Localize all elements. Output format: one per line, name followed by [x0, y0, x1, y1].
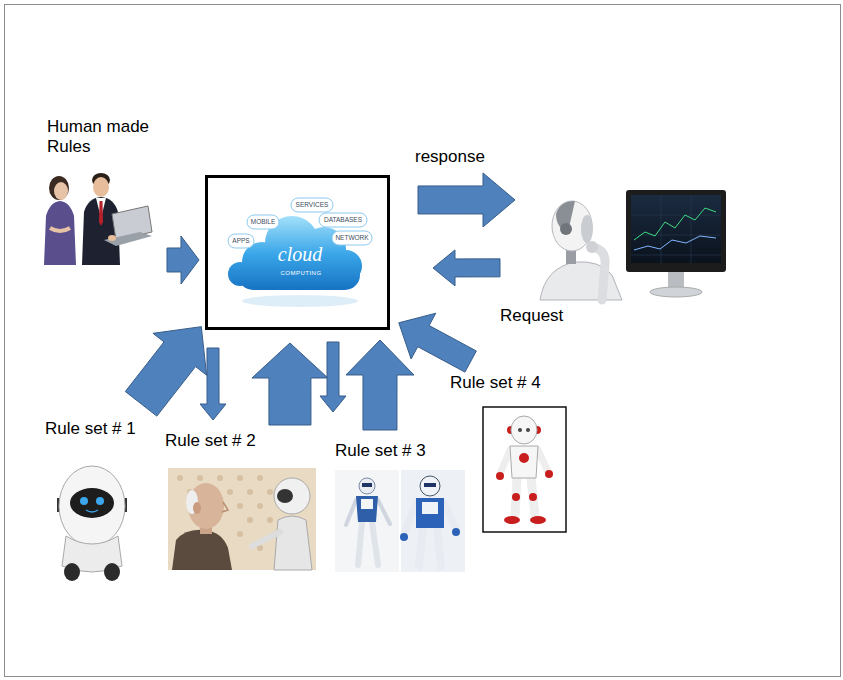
cloud-computing-art: [228, 198, 372, 307]
people-photo: [35, 168, 157, 266]
block-arrow: [399, 313, 477, 372]
text-slot: Rule set # 4: [450, 373, 541, 393]
rule-set-node: Rule set # 3: [330, 440, 468, 574]
nao-robot-photo: [483, 407, 566, 532]
text-slot: Rule set # 3: [335, 441, 426, 461]
block-arrow: [125, 327, 206, 416]
edge-label-slot: Request: [500, 306, 563, 326]
cloud-logo-subtext: COMPUTING: [280, 270, 321, 276]
rule-set-node: Rule set # 4: [448, 372, 568, 534]
text-slot: SERVICES: [296, 202, 329, 209]
rule-set-label: Rule set # 4: [450, 373, 541, 393]
block-arrow: [418, 173, 515, 227]
service-tag: DATABASES: [324, 217, 362, 224]
cloud-box: SERVICES MOBILE DATABASES APPS NETWORK cloudC…: [205, 175, 390, 330]
service-tag: APPS: [232, 238, 249, 245]
text-slot: COMPUTING: [280, 270, 321, 276]
rule-source-group: Human made Rules: [35, 115, 165, 267]
block-arrow: [200, 348, 226, 420]
arrow-label: response: [415, 147, 485, 167]
block-arrow: [433, 250, 500, 286]
cloud-logo-text: cloud: [278, 244, 322, 264]
rule-set-label: Rule set # 1: [45, 419, 136, 439]
service-tag: MOBILE: [251, 219, 276, 226]
block-arrow: [320, 342, 346, 412]
text-slot: Rule set # 2: [165, 431, 256, 451]
page-frame: [5, 5, 841, 677]
block-arrow: [252, 343, 328, 425]
text-slot: DATABASES: [324, 217, 362, 224]
rule-set-label: Rule set # 2: [165, 431, 256, 451]
robot-monitor-node: [535, 185, 728, 300]
text-slot: APPS: [232, 238, 249, 245]
rule-set-node: Rule set # 2: [163, 430, 318, 572]
service-tag: NETWORK: [335, 235, 368, 242]
text-slot: cloud: [278, 244, 322, 264]
arrow-label: Request: [500, 306, 563, 326]
text-slot: Rule set # 1: [45, 419, 136, 439]
rule-set-node: Rule set # 1: [42, 418, 152, 583]
humanoid-robots-photo: [335, 470, 465, 572]
wheeled-robot: [57, 466, 127, 581]
block-arrow: [167, 236, 199, 284]
service-tag: SERVICES: [296, 202, 329, 209]
edge-label-slot: response: [415, 147, 485, 167]
block-arrow: [346, 340, 414, 430]
text-slot: NETWORK: [335, 235, 368, 242]
elderly-man-photo: [168, 468, 316, 570]
rule-set-label: Rule set # 3: [335, 441, 426, 461]
robot-with-monitor: [540, 190, 726, 300]
text-slot: MOBILE: [251, 219, 276, 226]
text-slot: Human made Rules: [47, 117, 162, 158]
group-heading: Human made Rules: [47, 117, 162, 158]
